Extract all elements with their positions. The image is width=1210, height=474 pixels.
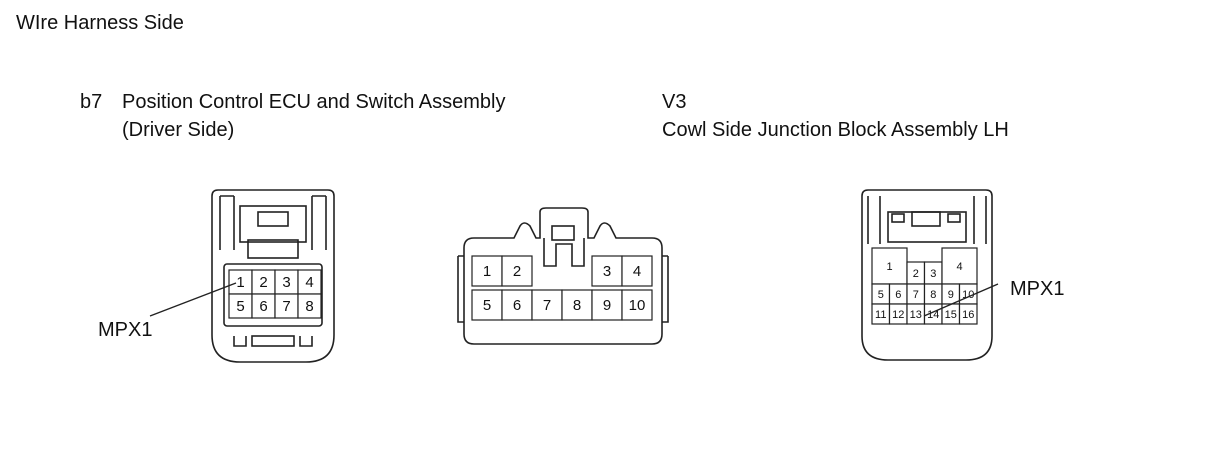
- pin-cell: 5: [471, 289, 503, 321]
- b7-callout-line: [149, 282, 237, 317]
- pin-cell: 8: [561, 289, 593, 321]
- pin-cell: 7: [274, 293, 299, 319]
- svg-text:6: 6: [895, 289, 901, 301]
- v3-callout-line: [923, 283, 999, 317]
- pin-cell: 1: [871, 247, 908, 285]
- connector-v3-code: V3: [662, 91, 687, 113]
- svg-text:2: 2: [513, 263, 521, 280]
- pin-cell: 7: [906, 283, 926, 305]
- page-title: WIre Harness Side: [16, 12, 184, 34]
- pin-cell: 3: [923, 261, 943, 285]
- svg-text:3: 3: [603, 263, 611, 280]
- svg-text:1: 1: [483, 263, 491, 280]
- pin-cell: 8: [297, 293, 322, 319]
- mpx1-callout-b7: MPX1: [98, 319, 153, 341]
- svg-text:6: 6: [513, 297, 521, 314]
- svg-text:9: 9: [948, 289, 954, 301]
- pin-cell: 12: [888, 303, 908, 325]
- pin-cell: 3: [274, 269, 299, 295]
- svg-text:16: 16: [962, 309, 974, 321]
- svg-text:14: 14: [927, 309, 939, 321]
- pin-cell: 2: [251, 269, 276, 295]
- connector-middle: 1 2 3 4 5 6 7 8 9 10: [457, 207, 669, 345]
- svg-text:9: 9: [603, 297, 611, 314]
- svg-text:8: 8: [305, 298, 313, 315]
- pin-cell: 10: [621, 289, 653, 321]
- connector-b7-name-sub: (Driver Side): [122, 119, 235, 141]
- pin-cell: 4: [297, 269, 322, 295]
- pin-cell: 6: [251, 293, 276, 319]
- svg-text:6: 6: [259, 298, 267, 315]
- svg-text:7: 7: [913, 289, 919, 301]
- pin-cell: 8: [923, 283, 943, 305]
- pin-cell: 6: [501, 289, 533, 321]
- svg-text:1: 1: [236, 274, 244, 291]
- svg-text:5: 5: [878, 289, 884, 301]
- pin-cell: 6: [888, 283, 908, 305]
- pin-cell: 1: [471, 255, 503, 287]
- pin-cell: 1: [228, 269, 253, 295]
- svg-text:4: 4: [633, 263, 641, 280]
- svg-text:8: 8: [573, 297, 581, 314]
- pin-cell: 4: [621, 255, 653, 287]
- pin-cell: 4: [941, 247, 978, 285]
- svg-text:3: 3: [282, 274, 290, 291]
- svg-text:5: 5: [483, 297, 491, 314]
- mpx1-callout-v3: MPX1: [1010, 278, 1065, 300]
- svg-text:2: 2: [259, 274, 267, 291]
- svg-text:11: 11: [875, 309, 886, 321]
- svg-text:7: 7: [543, 297, 551, 314]
- pin-cell: 14: [923, 303, 943, 325]
- pin-cell: 9: [591, 289, 623, 321]
- pin-cell: 9: [941, 283, 961, 305]
- pin-cell: 13: [906, 303, 926, 325]
- svg-text:8: 8: [930, 289, 936, 301]
- pin-cell: 7: [531, 289, 563, 321]
- pin-cell: 11: [871, 303, 891, 325]
- svg-text:7: 7: [282, 298, 290, 315]
- pin-cell: 3: [591, 255, 623, 287]
- pin-cell: 2: [906, 261, 926, 285]
- pin-cell: 16: [958, 303, 978, 325]
- svg-text:2: 2: [913, 268, 919, 280]
- svg-text:4: 4: [305, 274, 313, 291]
- connector-v3-name: Cowl Side Junction Block Assembly LH: [662, 119, 1009, 141]
- connector-b7-name: Position Control ECU and Switch Assembly: [122, 91, 506, 113]
- svg-text:5: 5: [236, 298, 244, 315]
- pin-cell: 2: [501, 255, 533, 287]
- svg-text:13: 13: [910, 309, 922, 321]
- connector-b7-code: b7: [80, 91, 103, 113]
- svg-text:10: 10: [629, 297, 646, 314]
- svg-text:15: 15: [945, 309, 957, 321]
- pin-cell: 5: [871, 283, 891, 305]
- pin-cell: 5: [228, 293, 253, 319]
- svg-text:4: 4: [956, 261, 962, 273]
- svg-text:12: 12: [892, 309, 904, 321]
- svg-text:1: 1: [886, 261, 892, 273]
- svg-text:3: 3: [930, 268, 936, 280]
